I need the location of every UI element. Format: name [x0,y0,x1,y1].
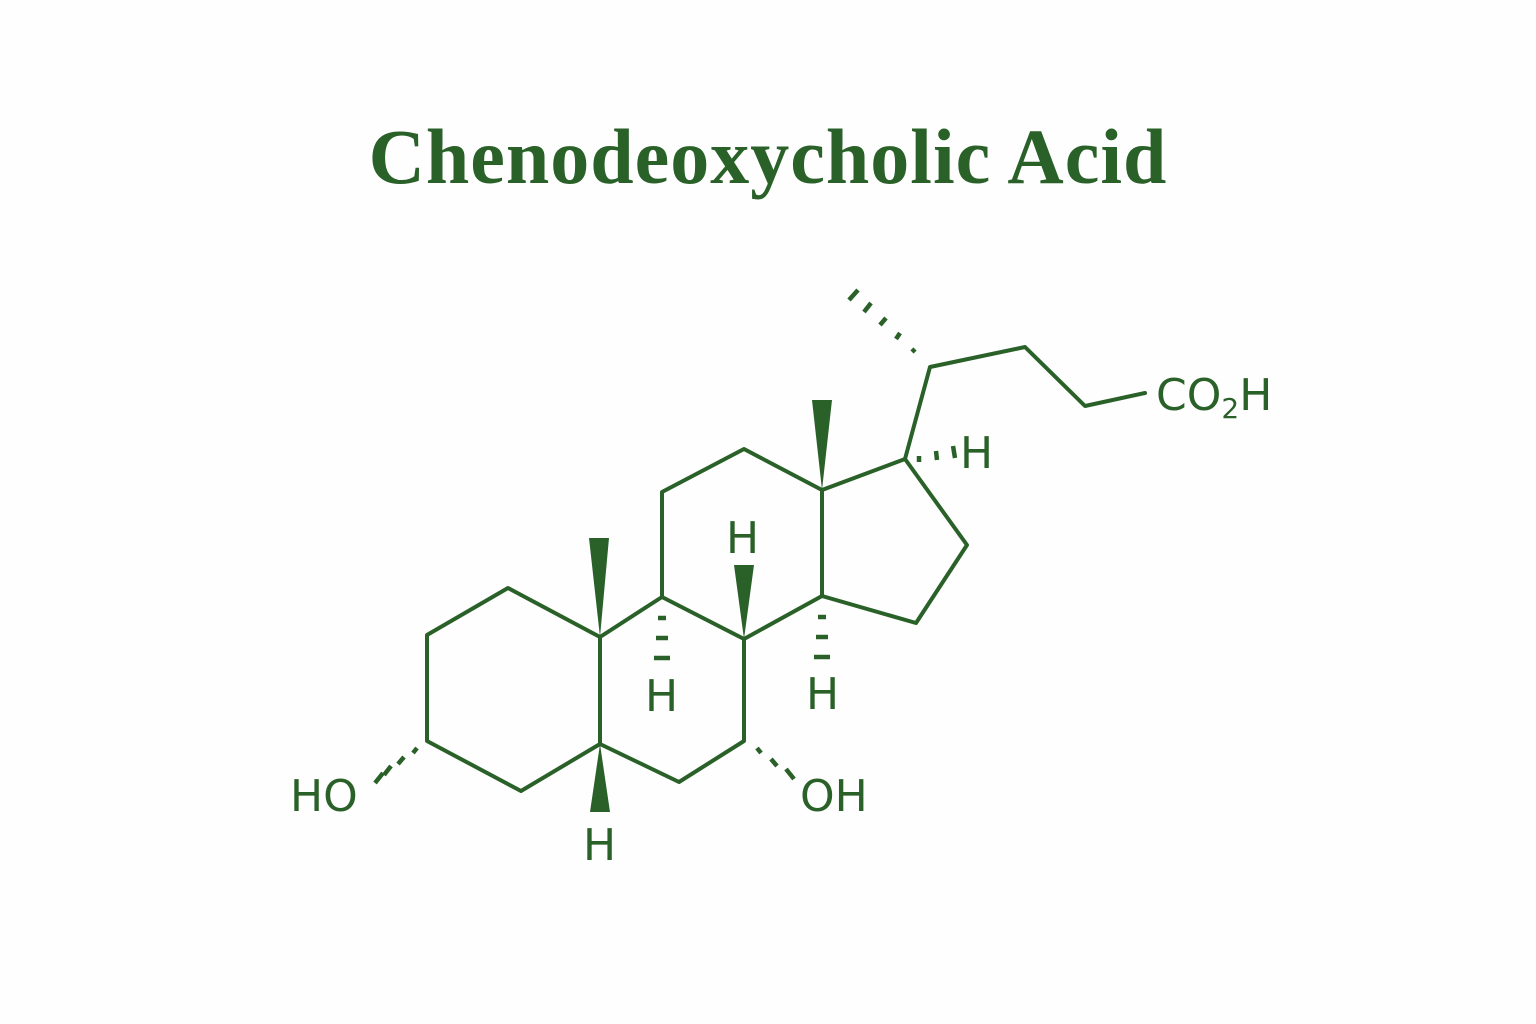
label-oh-right: OH [800,771,868,822]
c5-h-wedge [590,744,610,812]
label-h-c5: H [583,820,616,871]
carboxyl-co: CO [1156,370,1221,421]
side-chain [903,345,1147,461]
c17-h-hash [916,445,958,462]
ring-a [425,586,602,793]
c10-methyl-wedge [589,538,609,637]
c13-methyl-wedge [812,400,832,490]
label-h-c17: H [960,428,993,479]
label-carboxyl: CO2H [1156,370,1272,425]
page-title: Chenodeoxycholic Acid [368,113,1168,200]
ring-c [660,447,824,641]
c3-oh-hash [373,746,419,785]
ring-d [820,457,969,625]
label-ho-left: HO [290,771,358,822]
ring-b [598,595,746,784]
c20-methyl-hash [847,288,917,354]
c14-h-hash [814,614,830,660]
c8-h-wedge [734,565,754,639]
label-h-c9: H [645,671,678,722]
c7-oh-hash [755,746,796,781]
label-h-c14: H [806,669,839,720]
carboxyl-subscript: 2 [1221,392,1239,425]
label-h-c8: H [726,513,759,564]
c9-h-hash [654,615,670,661]
carboxyl-h: H [1239,370,1272,421]
